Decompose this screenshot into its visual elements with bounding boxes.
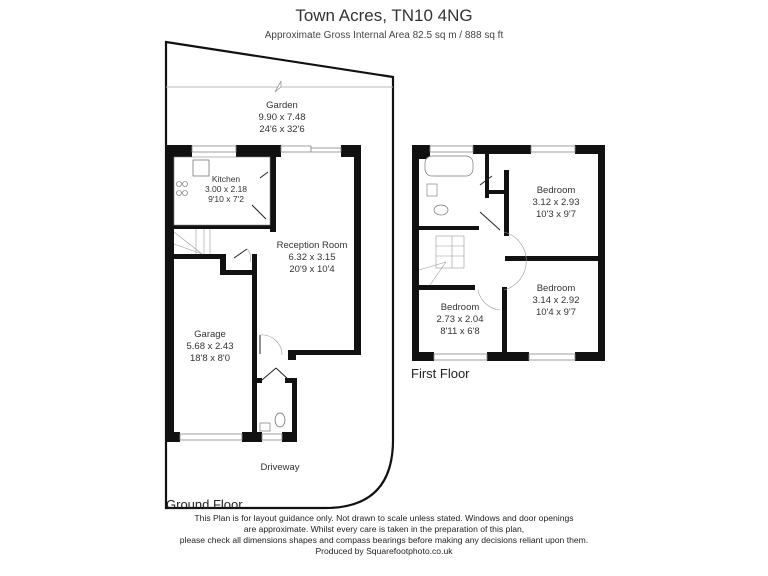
ground-doors	[233, 171, 290, 381]
room-label-garden: Garden 9.90 x 7.48 24'6 x 32'6	[258, 100, 306, 135]
ground-floor-label: Ground Floor	[166, 497, 243, 512]
sink-icon	[192, 159, 210, 177]
disclaimer: This Plan is for layout guidance only. N…	[179, 513, 589, 556]
ground-stairs	[173, 229, 211, 255]
room-label-driveway: Driveway	[260, 462, 300, 473]
first-windows	[429, 145, 576, 361]
room-label-garage: Garage 5.68 x 2.43 18'8 x 8'0	[186, 329, 234, 364]
ground-windows	[179, 145, 342, 441]
room-label-kitchen: Kitchen 3.00 x 2.18 9'10 x 7'2	[204, 174, 248, 204]
ground-floor-plan	[164, 40, 395, 510]
basin-icon	[259, 422, 271, 432]
first-floor-label: First Floor	[411, 366, 470, 381]
room-label-reception-room: Reception Room 6.32 x 3.15 20'9 x 10'4	[276, 240, 348, 275]
toilet-icon	[274, 412, 286, 428]
room-label-bedroom-1: Bedroom 3.12 x 2.93 10'3 x 9'7	[532, 185, 580, 220]
plan-title: Town Acres, TN10 4NG	[295, 6, 473, 25]
hob-icon	[176, 181, 182, 187]
gross-area: Approximate Gross Internal Area 82.5 sq …	[264, 30, 504, 41]
room-label-bedroom-2: Bedroom 3.14 x 2.92 10'4 x 9'7	[532, 283, 580, 318]
toilet-icon	[433, 204, 449, 216]
site-boundary	[164, 40, 395, 510]
break-symbol-icon	[274, 80, 282, 93]
room-label-bedroom-3: Bedroom 2.73 x 2.04 8'11 x 6'8	[436, 302, 484, 337]
kitchen-units	[173, 156, 271, 226]
ground-walls	[166, 145, 361, 442]
first-doors	[477, 175, 527, 311]
first-stairs	[418, 235, 465, 286]
first-floor-plan	[412, 145, 605, 361]
first-walls	[412, 145, 605, 361]
bath-icon	[424, 155, 474, 177]
basin-icon	[426, 183, 438, 197]
